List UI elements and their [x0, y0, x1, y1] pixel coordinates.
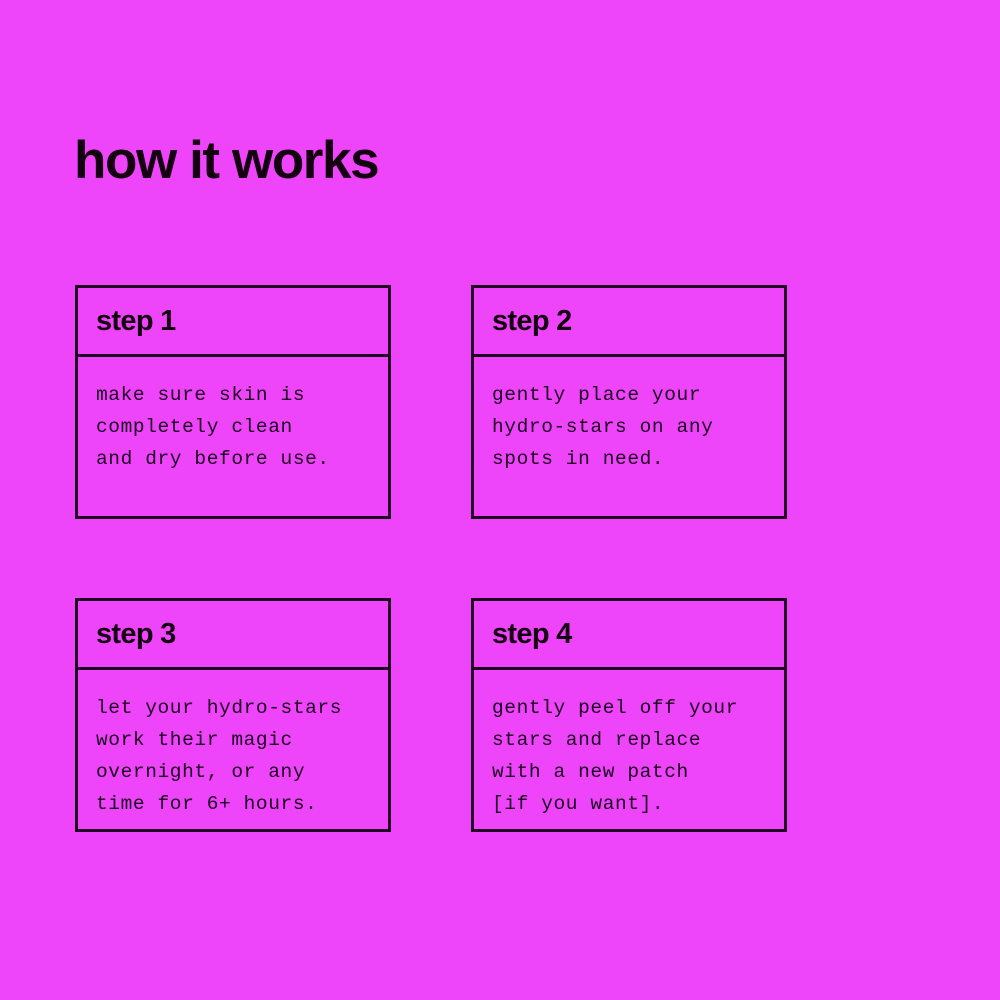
step-card-4: step 4 gently peel off your stars and re…	[471, 598, 787, 832]
step-card-2-title: step 2	[492, 304, 572, 337]
step-card-1-header: step 1	[78, 288, 388, 357]
step-card-3-header: step 3	[78, 601, 388, 670]
step-card-4-header: step 4	[474, 601, 784, 670]
page-title: how it works	[74, 130, 380, 190]
step-card-4-title: step 4	[492, 617, 572, 650]
step-card-1-title: step 1	[96, 304, 176, 337]
step-card-1: step 1 make sure skin is completely clea…	[75, 285, 391, 519]
step-card-2-header: step 2	[474, 288, 784, 357]
step-card-3-text: let your hydro-stars work their magic ov…	[96, 697, 343, 815]
step-card-3-title: step 3	[96, 617, 176, 650]
step-card-2-text: gently place your hydro-stars on any spo…	[492, 384, 714, 470]
step-card-3-body: let your hydro-stars work their magic ov…	[78, 670, 388, 829]
step-card-2: step 2 gently place your hydro-stars on …	[471, 285, 787, 519]
steps-grid: step 1 make sure skin is completely clea…	[75, 285, 787, 832]
step-card-1-text: make sure skin is completely clean and d…	[96, 384, 330, 470]
step-card-1-body: make sure skin is completely clean and d…	[78, 357, 388, 516]
step-card-4-text: gently peel off your stars and replace w…	[492, 697, 739, 815]
step-card-4-body: gently peel off your stars and replace w…	[474, 670, 784, 829]
step-card-3: step 3 let your hydro-stars work their m…	[75, 598, 391, 832]
step-card-2-body: gently place your hydro-stars on any spo…	[474, 357, 784, 516]
